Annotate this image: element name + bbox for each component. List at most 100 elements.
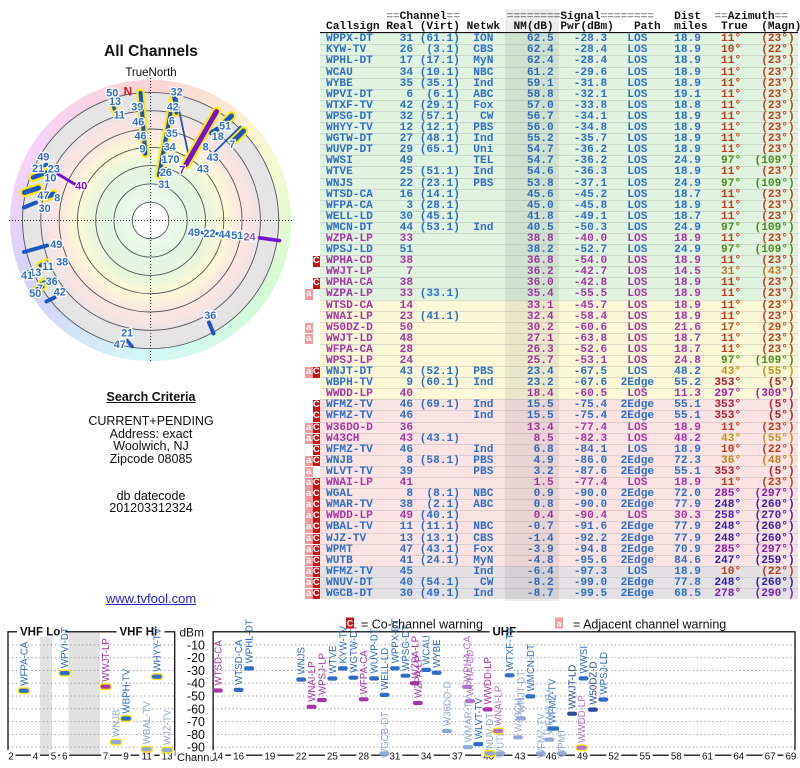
svg-text:WPSJ-LD: WPSJ-LD	[599, 652, 610, 695]
svg-text:34: 34	[164, 141, 176, 153]
svg-text:31: 31	[389, 752, 400, 763]
svg-text:WJZ-TV: WJZ-TV	[163, 709, 174, 745]
svg-text:WYBE: WYBE	[432, 639, 443, 668]
svg-text:47: 47	[114, 339, 126, 351]
svg-text:13: 13	[29, 267, 41, 279]
svg-text:KYW-TV: KYW-TV	[338, 625, 349, 663]
svg-text:18: 18	[212, 131, 224, 143]
svg-text:WMAR-TV: WMAR-TV	[463, 695, 474, 742]
svg-text:5: 5	[51, 752, 57, 763]
svg-text:9: 9	[139, 143, 145, 155]
svg-text:WGTW-DT: WGTW-DT	[349, 625, 360, 673]
svg-text:WTXF-TV: WTXF-TV	[505, 627, 516, 671]
svg-text:50: 50	[106, 88, 118, 100]
svg-text:WFMZ-TV: WFMZ-TV	[545, 689, 556, 734]
svg-text:-30: -30	[187, 664, 205, 678]
svg-text:C: C	[347, 619, 354, 629]
svg-text:dBm: dBm	[179, 626, 204, 640]
svg-text:55: 55	[640, 752, 651, 763]
svg-text:W36DO-D: W36DO-D	[443, 681, 454, 726]
svg-text:UHF: UHF	[493, 627, 517, 639]
svg-text:WWDD-LP: WWDD-LP	[577, 695, 588, 742]
svg-text:WWDD-LP: WWDD-LP	[483, 657, 494, 704]
svg-text:43: 43	[515, 752, 526, 763]
svg-text:69: 69	[785, 752, 796, 763]
svg-text:13: 13	[109, 96, 121, 108]
svg-text:WFPA-CA: WFPA-CA	[359, 650, 370, 694]
svg-text:67: 67	[765, 752, 776, 763]
svg-text:49: 49	[577, 752, 588, 763]
svg-text:9: 9	[123, 752, 128, 763]
svg-text:-80: -80	[187, 728, 205, 742]
svg-text:22: 22	[203, 228, 215, 240]
svg-text:46: 46	[132, 117, 144, 129]
svg-text:26: 26	[160, 167, 172, 179]
svg-text:46: 46	[546, 752, 557, 763]
svg-text:WPPX-DT: WPPX-DT	[390, 619, 401, 664]
svg-text:= Adjacent channel warning: = Adjacent channel warning	[573, 618, 726, 632]
svg-text:40: 40	[75, 181, 87, 193]
svg-text:41: 41	[21, 270, 33, 282]
svg-text:36: 36	[46, 276, 58, 288]
svg-text:21: 21	[32, 163, 44, 175]
svg-text:32: 32	[171, 87, 183, 99]
svg-text:WNUV-DT: WNUV-DT	[485, 713, 496, 758]
svg-text:WTSD-CA: WTSD-CA	[213, 640, 224, 686]
svg-text:8: 8	[54, 193, 60, 205]
svg-text:VHF Lo: VHF Lo	[20, 627, 60, 639]
svg-text:-90: -90	[187, 741, 205, 755]
svg-text:30: 30	[39, 203, 51, 215]
svg-text:WNJB: WNJB	[111, 710, 122, 737]
svg-text:52: 52	[608, 752, 619, 763]
svg-text:WLVT-TV: WLVT-TV	[474, 697, 485, 739]
svg-text:14: 14	[212, 752, 223, 763]
svg-text:-60: -60	[187, 702, 205, 716]
svg-text:8: 8	[203, 142, 209, 154]
svg-text:13: 13	[162, 752, 173, 763]
svg-text:47: 47	[37, 190, 49, 202]
svg-text:-10: -10	[187, 638, 205, 652]
svg-text:WFMZ-TV: WFMZ-TV	[536, 713, 547, 758]
svg-text:WPSJ-LP: WPSJ-LP	[318, 653, 329, 695]
svg-text:22: 22	[296, 752, 307, 763]
svg-text:11: 11	[114, 110, 125, 122]
svg-text:50: 50	[29, 288, 41, 300]
svg-text:WCAU: WCAU	[422, 635, 433, 665]
svg-text:49: 49	[37, 152, 49, 164]
svg-text:WGCB-DT: WGCB-DT	[380, 712, 391, 758]
svg-text:6: 6	[62, 752, 68, 763]
svg-text:= Co-channel warning: = Co-channel warning	[361, 618, 483, 632]
svg-text:38: 38	[56, 257, 68, 269]
svg-text:WTSD-CA: WTSD-CA	[234, 639, 245, 685]
svg-text:42: 42	[167, 102, 179, 114]
svg-text:WNAI-LP: WNAI-LP	[307, 661, 318, 701]
svg-text:WPHA-CD: WPHA-CD	[465, 650, 476, 696]
svg-text:WUTB: WUTB	[496, 729, 507, 758]
svg-text:58: 58	[671, 752, 682, 763]
svg-text:51: 51	[231, 230, 243, 242]
svg-text:WFPA-CA: WFPA-CA	[20, 641, 31, 685]
svg-text:WFMZ-TV: WFMZ-TV	[548, 678, 559, 723]
svg-text:-20: -20	[187, 651, 205, 665]
svg-text:WPSG-DT: WPSG-DT	[401, 625, 412, 671]
svg-text:16: 16	[233, 752, 244, 763]
svg-text:VHF Hi: VHF Hi	[120, 627, 158, 639]
svg-text:WTVE: WTVE	[328, 645, 339, 674]
svg-text:WNJT-DT: WNJT-DT	[517, 671, 528, 714]
svg-text:WUVP-DT: WUVP-DT	[370, 628, 381, 673]
svg-text:6: 6	[169, 115, 175, 127]
svg-text:43: 43	[197, 164, 209, 176]
svg-text:WZPA-LP: WZPA-LP	[410, 636, 421, 678]
svg-text:WBAL-TV: WBAL-TV	[142, 701, 153, 745]
svg-text:21: 21	[121, 328, 133, 340]
svg-text:W50DZ-D: W50DZ-D	[588, 662, 599, 705]
svg-text:WPMT: WPMT	[557, 728, 568, 758]
svg-text:7: 7	[229, 139, 235, 151]
svg-text:7: 7	[179, 165, 185, 177]
svg-text:23: 23	[48, 164, 60, 176]
svg-text:44: 44	[218, 229, 230, 241]
svg-text:WHYY-TV: WHYY-TV	[152, 627, 163, 671]
svg-text:19: 19	[264, 752, 275, 763]
svg-text:51: 51	[219, 120, 231, 132]
svg-text:49: 49	[188, 227, 200, 239]
